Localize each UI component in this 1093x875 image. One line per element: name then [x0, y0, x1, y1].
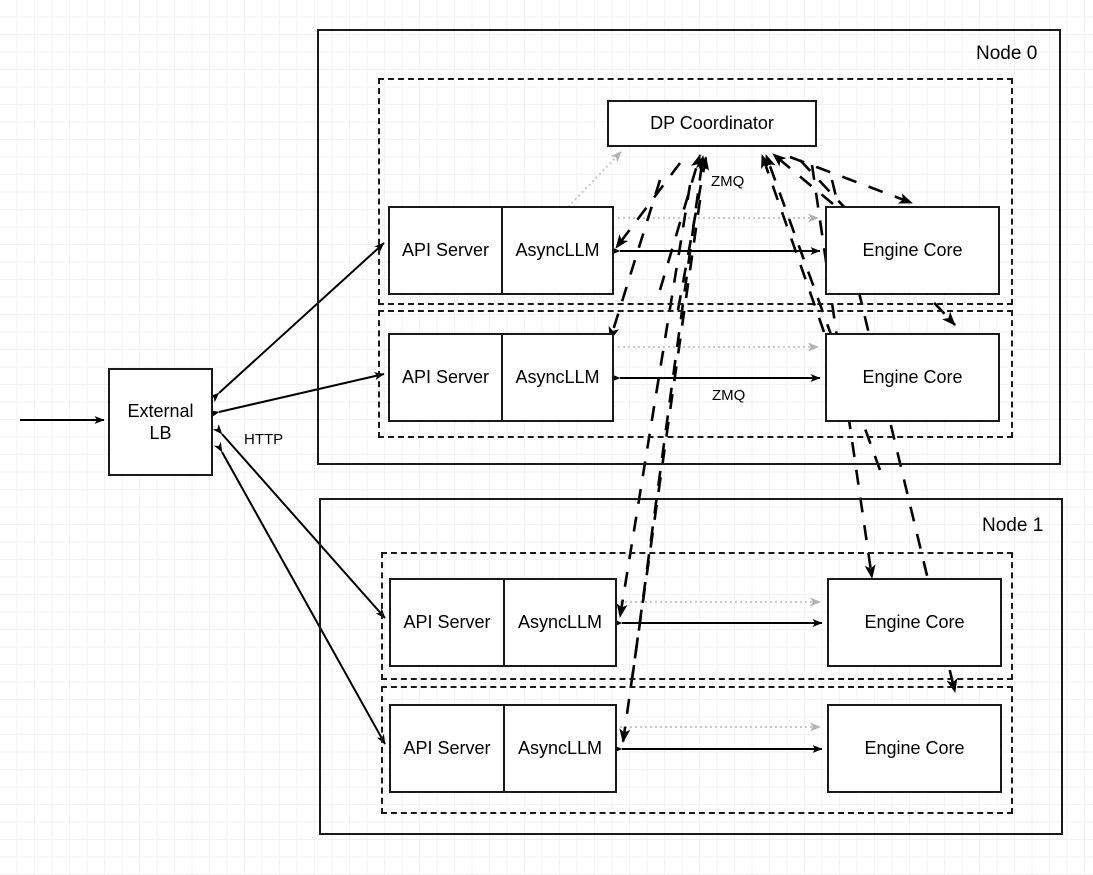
engine-core-label: Engine Core — [862, 367, 963, 388]
asyncllm-label: AsyncLLM — [517, 738, 603, 758]
api-server-label: API Server — [401, 367, 490, 387]
node-container-node0 — [317, 29, 1061, 465]
asyncllm-label: AsyncLLM — [517, 612, 603, 632]
asyncllm-node1-rank1[interactable]: AsyncLLM — [503, 706, 615, 791]
api-server-node1-rank1[interactable]: API Server — [391, 706, 503, 791]
api-server-node0-rank0[interactable]: API Server — [390, 208, 501, 293]
external-lb-box[interactable]: External LB — [108, 368, 213, 476]
engine-core-label: Engine Core — [864, 738, 965, 759]
dp-rank-node1-rank1 — [381, 686, 1013, 814]
api-server-node1-rank0[interactable]: API Server — [391, 580, 503, 665]
node-container-node1 — [319, 498, 1063, 835]
dp-rank-node0-rank1 — [378, 310, 1013, 438]
api-server-label: API Server — [403, 612, 491, 632]
engine-core-node0-rank1[interactable]: Engine Core — [825, 333, 1000, 422]
engine-core-node1-rank1[interactable]: Engine Core — [827, 704, 1002, 793]
asyncllm-label: AsyncLLM — [515, 367, 600, 387]
engine-core-label: Engine Core — [864, 612, 965, 633]
asyncllm-label: AsyncLLM — [515, 240, 600, 260]
engine-core-node0-rank0[interactable]: Engine Core — [825, 206, 1000, 295]
external-lb-label-line2: LB — [149, 423, 172, 443]
node-label-node1: Node 1 — [982, 515, 1044, 536]
dp-coordinator-box[interactable]: DP Coordinator — [607, 100, 817, 147]
api-server-label: API Server — [401, 240, 490, 260]
api-server-label: API Server — [403, 738, 491, 758]
engine-core-label: Engine Core — [862, 240, 963, 261]
external-lb-label-line1: External — [127, 400, 194, 421]
asyncllm-node1-rank0[interactable]: AsyncLLM — [503, 580, 615, 665]
engine-core-node1-rank0[interactable]: Engine Core — [827, 578, 1002, 667]
api-server-asyncllm-node0-rank0[interactable]: API Server AsyncLLM — [388, 206, 614, 295]
zmq-label-node0-rank0: ZMQ — [711, 173, 745, 190]
dp-rank-node1-rank0 — [381, 552, 1013, 680]
asyncllm-node0-rank1[interactable]: AsyncLLM — [501, 335, 612, 420]
api-server-asyncllm-node0-rank1[interactable]: API Server AsyncLLM — [388, 333, 614, 422]
api-server-asyncllm-node1-rank1[interactable]: API Server AsyncLLM — [389, 704, 617, 793]
api-server-asyncllm-node1-rank0[interactable]: API Server AsyncLLM — [389, 578, 617, 667]
zmq-label-node0-rank1: ZMQ — [712, 387, 746, 404]
http-label: HTTP — [244, 431, 284, 448]
api-server-node0-rank1[interactable]: API Server — [390, 335, 501, 420]
dp-coordinator-label: DP Coordinator — [650, 113, 774, 134]
node-label-node0: Node 0 — [976, 43, 1038, 64]
asyncllm-node0-rank0[interactable]: AsyncLLM — [501, 208, 612, 293]
dp-rank-node0-rank0 — [378, 78, 1013, 305]
